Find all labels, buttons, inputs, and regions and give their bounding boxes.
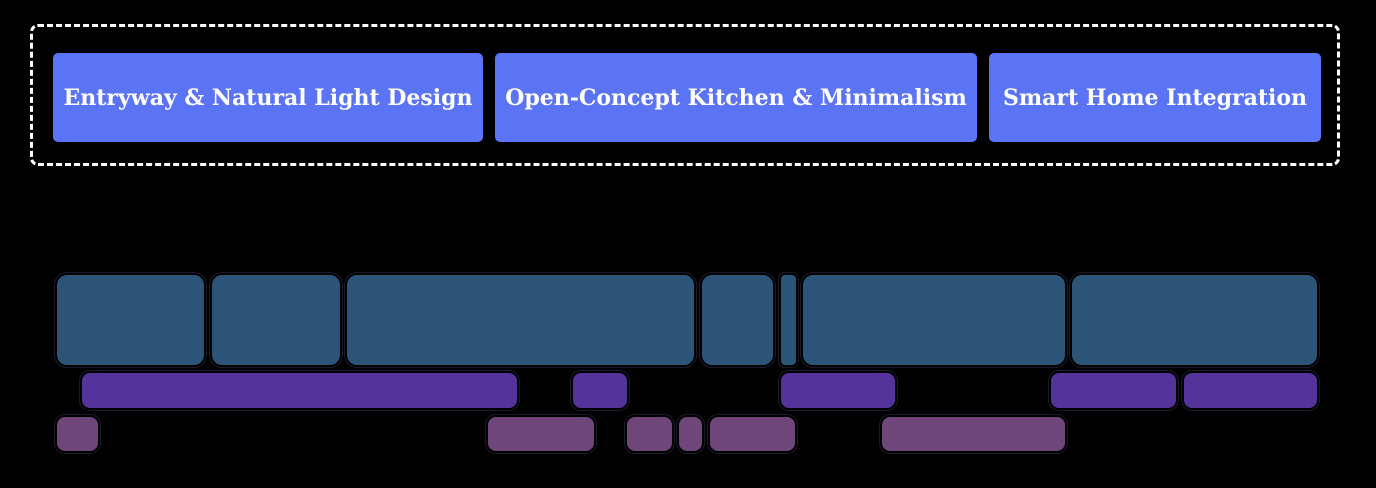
- row1-block[interactable]: [778, 272, 799, 368]
- section-button-kitchen[interactable]: Open-Concept Kitchen & Minimalism: [495, 53, 977, 142]
- row3-block[interactable]: [676, 414, 705, 454]
- row3-block[interactable]: [624, 414, 675, 454]
- row3-block[interactable]: [485, 414, 597, 454]
- row1-block[interactable]: [54, 272, 207, 368]
- row1-block[interactable]: [209, 272, 343, 368]
- section-button-smart-home[interactable]: Smart Home Integration: [989, 53, 1321, 142]
- row3-block[interactable]: [879, 414, 1068, 454]
- row3-block[interactable]: [54, 414, 101, 454]
- row3-block[interactable]: [707, 414, 798, 454]
- row1-block[interactable]: [699, 272, 776, 368]
- row1-block[interactable]: [1069, 272, 1320, 368]
- row1-block[interactable]: [800, 272, 1068, 368]
- row1-block[interactable]: [344, 272, 697, 368]
- row2-block[interactable]: [778, 370, 898, 411]
- row2-block[interactable]: [1048, 370, 1179, 411]
- section-group-frame: [30, 24, 1340, 166]
- row2-block[interactable]: [79, 370, 520, 411]
- row2-block[interactable]: [1181, 370, 1320, 411]
- section-button-entryway[interactable]: Entryway & Natural Light Design: [53, 53, 483, 142]
- row2-block[interactable]: [570, 370, 630, 411]
